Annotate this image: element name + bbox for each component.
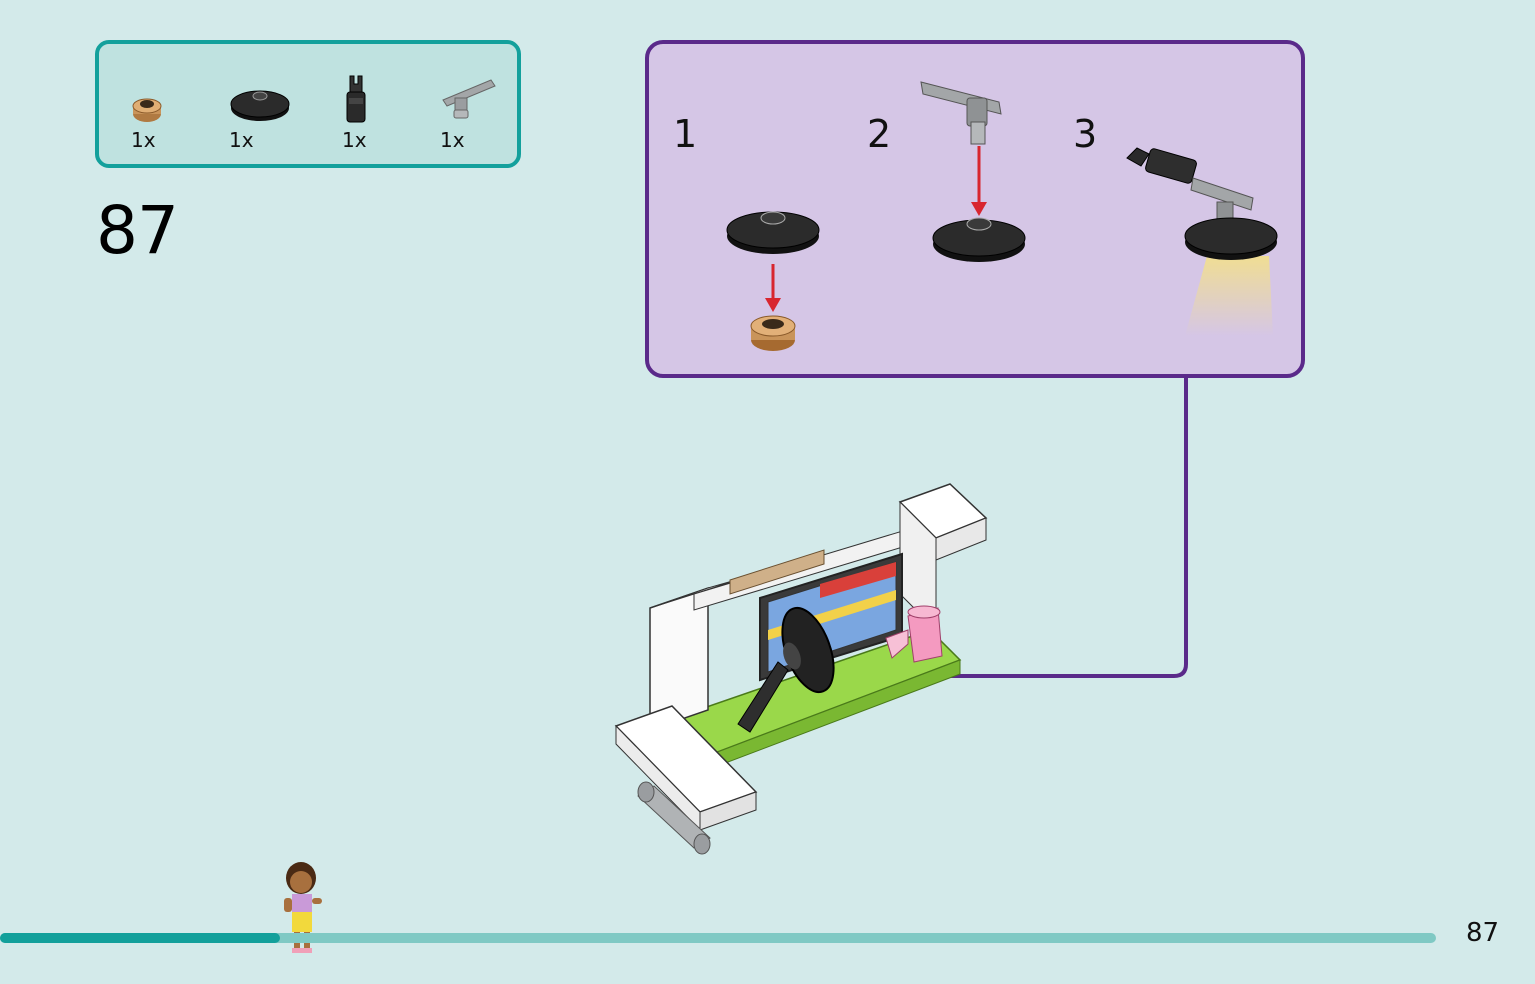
main-model-illustration xyxy=(614,483,988,855)
part-quantity: 1x xyxy=(342,128,367,152)
sub-step-3-illustration xyxy=(1126,147,1278,336)
part-quantity: 1x xyxy=(229,128,254,152)
sub-step-2-illustration xyxy=(920,81,1026,262)
sub-step-number: 1 xyxy=(673,112,698,156)
page-number: 87 xyxy=(1466,918,1500,948)
sub-assembly-callout: 1 2 3 xyxy=(645,40,1305,378)
round-plate-1x1-tan-icon xyxy=(132,98,162,122)
instruction-progress-bar xyxy=(0,933,1436,943)
parts-list-callout: 1x 1x 1x 1x xyxy=(95,40,521,168)
part-quantity: 1x xyxy=(440,128,465,152)
step-number: 87 xyxy=(96,192,179,269)
sub-step-number: 3 xyxy=(1073,112,1098,156)
sub-step-1-illustration xyxy=(726,211,820,351)
sub-step-number: 2 xyxy=(867,112,892,156)
round-tile-2x2-black-icon xyxy=(230,90,290,121)
progress-bar-fill xyxy=(0,933,281,943)
part-quantity: 1x xyxy=(131,128,156,152)
bar-with-clip-gray-icon xyxy=(442,79,496,119)
clip-bar-holder-black-icon xyxy=(346,75,366,123)
